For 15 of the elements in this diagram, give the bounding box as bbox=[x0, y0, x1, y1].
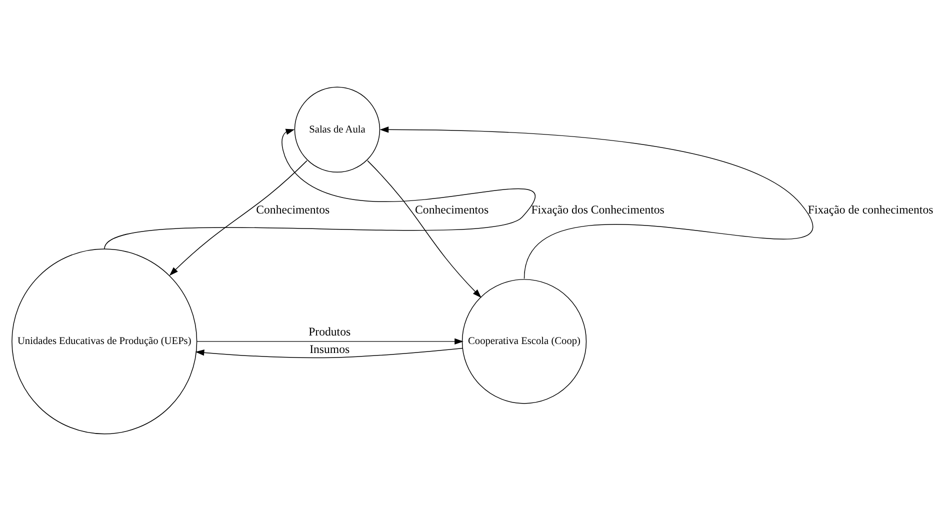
edge-label: Conhecimentos bbox=[256, 202, 330, 216]
node-circle: Cooperativa Escola (Coop) bbox=[461, 278, 586, 404]
edge-label: Insumos bbox=[309, 342, 350, 356]
arrow bbox=[366, 160, 481, 298]
node-circle: Unidades Educativas de Produção (UEPs) bbox=[11, 248, 197, 434]
edge-label: Fixação de conhecimentos bbox=[807, 202, 933, 216]
arrow bbox=[194, 347, 462, 358]
arrow bbox=[104, 128, 534, 249]
arrow bbox=[168, 160, 307, 276]
arrow bbox=[196, 338, 463, 344]
edge-label: Produtos bbox=[308, 324, 350, 338]
edge-label: Fixação dos Conhecimentos bbox=[530, 202, 664, 216]
node-circle: Salas de Aula bbox=[294, 86, 380, 172]
edge-label: Conhecimentos bbox=[414, 202, 488, 216]
arrow bbox=[379, 126, 812, 278]
